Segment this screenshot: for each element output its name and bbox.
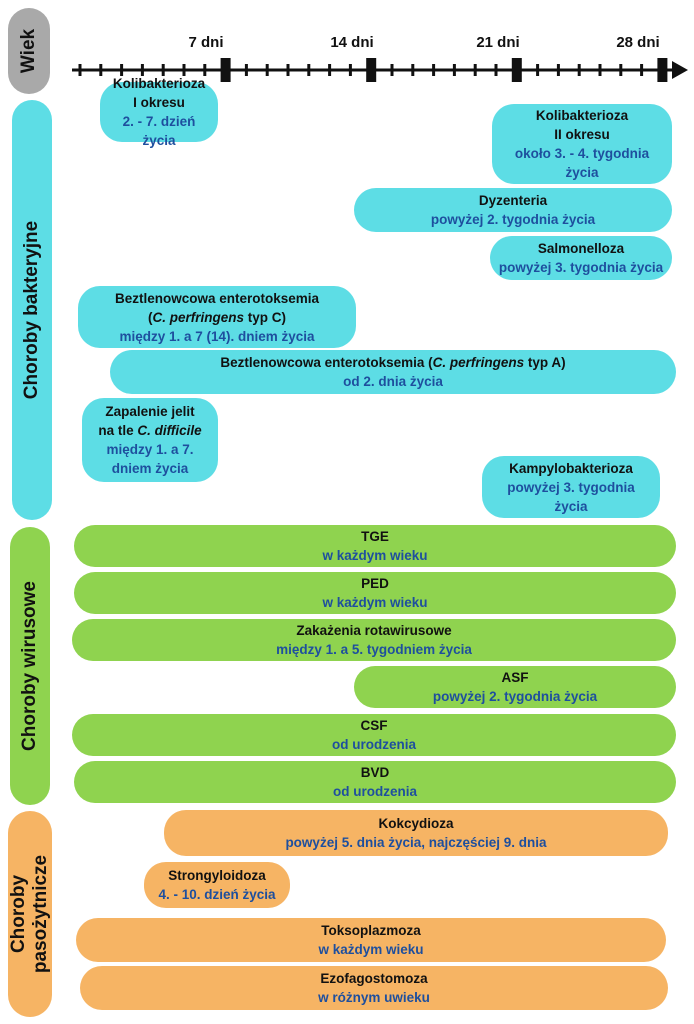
category-age: Wiek (8, 8, 50, 94)
bar-rotawirusy: Zakażenia rotawirusowe między 1. a 5. ty… (72, 619, 676, 661)
major-tick (366, 58, 377, 82)
disease-name: Kolibakterioza (112, 76, 206, 91)
tick-label-28: 28 dni (616, 34, 660, 51)
pathogen-name: C. difficile (137, 423, 202, 438)
disease-name: Zakażenia rotawirusowe (296, 623, 452, 638)
category-parasitic-line1: Choroby (8, 874, 30, 954)
disease-name: Dyzenteria (478, 193, 548, 208)
disease-name: Toksoplazmoza (321, 923, 421, 938)
disease-name-part: typ C) (244, 309, 286, 325)
disease-age-range: w różnym uwieku (318, 990, 430, 1005)
disease-name: Ezofagostomoza (320, 971, 428, 986)
bar-strongyloidoza: Strongyloidoza 4. - 10. dzień życia (144, 862, 290, 908)
disease-age-range: powyżej 2. tygodnia życia (432, 689, 598, 704)
disease-age-range: 2. - 7. dzień życia (122, 114, 196, 148)
disease-age-range: od 2. dnia życia (343, 374, 443, 389)
bar-asf: ASF powyżej 2. tygodnia życia (354, 666, 676, 708)
disease-age-range: w każdym wieku (318, 942, 424, 957)
disease-name: Salmonelloza (537, 241, 625, 256)
category-parasitic-label: Choroby pasożytnicze (8, 855, 52, 973)
bar-zapalenie-jelit: Zapalenie jelit na tle C. difficile międ… (82, 398, 218, 482)
disease-name: CSF (360, 718, 388, 733)
disease-name: Kolibakterioza (535, 108, 629, 123)
disease-age-range: między 1. a 7 (14). dniem życia (119, 328, 315, 344)
major-tick (220, 58, 231, 82)
tick-label-7: 7 dni (188, 34, 224, 51)
bar-tge: TGE w każdym wieku (74, 525, 676, 567)
disease-name: TGE (361, 529, 389, 544)
bar-enterotoksemia-c: Beztlenowcowa enterotoksemia (C. perfrin… (78, 286, 356, 348)
disease-name-part: typ A) (524, 355, 566, 370)
disease-age-range: 4. - 10. dzień życia (158, 887, 276, 902)
disease-name-part: ( (147, 309, 153, 325)
disease-name-line2: (C. perfringens typ C) (148, 308, 286, 327)
bar-dyzenteria: Dyzenteria powyżej 2. tygodnia życia (354, 188, 672, 232)
bar-ped: PED w każdym wieku (74, 572, 676, 614)
bar-salmonelloza: Salmonelloza powyżej 3. tygodnia życia (490, 236, 672, 280)
disease-age-range: życia (554, 498, 588, 514)
disease-age-range: około 3. - 4. tygodnia (514, 146, 650, 161)
minor-ticks (78, 64, 644, 76)
bar-ezofagostomoza: Ezofagostomoza w różnym uwieku (80, 966, 668, 1010)
disease-age-range: powyżej 3. tygodnia życia (498, 260, 664, 275)
disease-age-range: między 1. a 7. (106, 442, 194, 457)
pathogen-name: C. perfringens (432, 355, 525, 370)
disease-name: Beztlenowcowa enterotoksemia (114, 290, 320, 306)
category-viral-label: Choroby wirusowe (19, 581, 40, 751)
disease-name: ASF (501, 670, 529, 685)
pathogen-name: C. perfringens (152, 309, 244, 325)
disease-age-range: w każdym wieku (322, 595, 428, 610)
disease-age-range: życia (565, 165, 599, 180)
bar-toksoplazmoza: Toksoplazmoza w każdym wieku (76, 918, 666, 962)
major-tick (511, 58, 522, 82)
disease-age-range: od urodzenia (333, 784, 417, 799)
category-parasitic-line2: pasożytnicze (30, 854, 52, 974)
disease-name: II okresu (554, 127, 610, 142)
disease-age-range: w każdym wieku (322, 548, 428, 563)
disease-name: Zapalenie jelit (105, 404, 195, 419)
category-parasitic: Choroby pasożytnicze (8, 811, 52, 1017)
disease-name: BVD (360, 765, 390, 780)
major-ticks (220, 58, 668, 82)
bar-kolibakterioza-2: Kolibakterioza II okresu około 3. - 4. t… (492, 104, 672, 184)
timeline-axis (72, 58, 688, 82)
tick-label-21: 21 dni (476, 34, 520, 51)
disease-name: Beztlenowcowa enterotoksemia (C. perfrin… (220, 353, 565, 372)
category-viral: Choroby wirusowe (10, 527, 50, 805)
disease-age-range: powyżej 3. tygodnia (507, 479, 635, 495)
bar-bvd: BVD od urodzenia (74, 761, 676, 803)
disease-name-part: na tle (98, 423, 138, 438)
disease-age-range: powyżej 5. dnia życia, najczęściej 9. dn… (285, 835, 547, 850)
category-bacterial: Choroby bakteryjne (12, 100, 52, 520)
disease-name: PED (361, 576, 389, 591)
bar-enterotoksemia-a: Beztlenowcowa enterotoksemia (C. perfrin… (110, 350, 676, 394)
bar-csf: CSF od urodzenia (72, 714, 676, 756)
disease-name: Kampylobakterioza (509, 460, 633, 476)
disease-age-range: między 1. a 5. tygodniem życia (276, 642, 472, 657)
disease-name-line2: na tle C. difficile (98, 421, 201, 440)
axis-arrowhead-icon (672, 61, 688, 79)
tick-label-14: 14 dni (330, 34, 374, 51)
disease-age-range: powyżej 2. tygodnia życia (430, 212, 596, 227)
bar-kokcydioza: Kokcydioza powyżej 5. dnia życia, najczę… (164, 810, 668, 856)
disease-name: Strongyloidoza (168, 868, 266, 883)
disease-age-range: dniem życia (111, 461, 189, 476)
bar-kolibakterioza-1: Kolibakterioza I okresu 2. - 7. dzień ży… (100, 76, 218, 148)
category-bacterial-label: Choroby bakteryjne (21, 220, 42, 400)
disease-name-part: Beztlenowcowa enterotoksemia ( (220, 355, 433, 370)
disease-name: Kokcydioza (378, 816, 454, 831)
disease-age-range: od urodzenia (332, 737, 416, 752)
disease-name: I okresu (133, 95, 185, 110)
bar-kampylobakterioza: Kampylobakterioza powyżej 3. tygodnia ży… (482, 456, 660, 518)
major-tick (657, 58, 668, 82)
